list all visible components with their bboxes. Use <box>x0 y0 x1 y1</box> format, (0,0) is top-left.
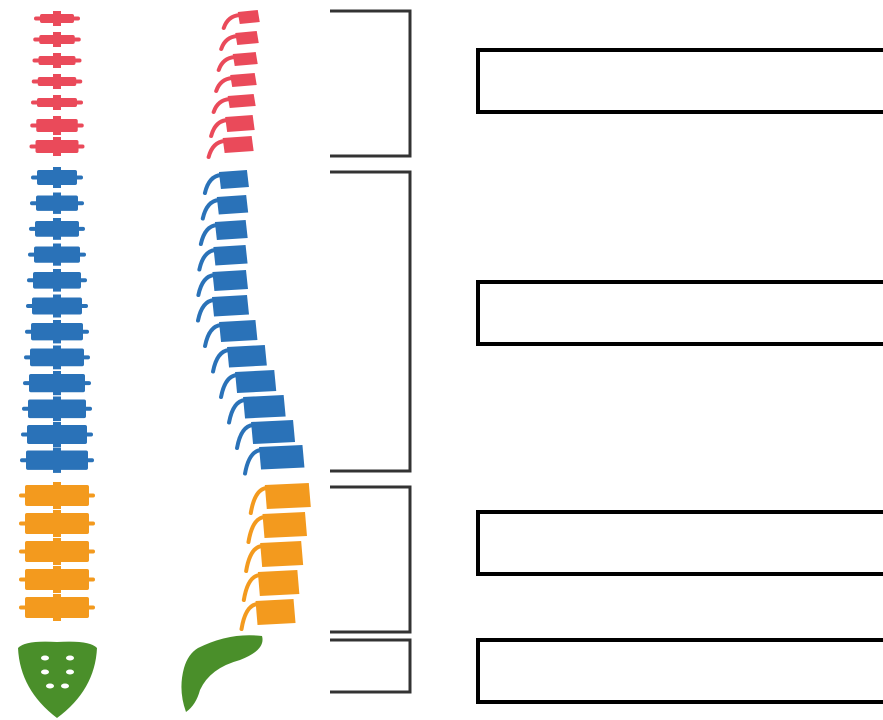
sacrum-front <box>18 642 97 718</box>
thoracic-vertebra-side <box>213 345 267 372</box>
thoracic-vertebra-front <box>30 193 84 214</box>
thoracic-vertebra-side <box>229 395 286 423</box>
cervical-vertebra-front <box>33 32 81 47</box>
lumbar-vertebra-front <box>19 510 95 537</box>
lumbar-vertebra-front <box>19 482 95 509</box>
lumbar-vertebra-side <box>246 541 303 571</box>
thoracic-vertebra-side <box>201 220 248 244</box>
lumbar-bracket <box>330 487 410 632</box>
thoracic-vertebra-front <box>22 397 92 422</box>
cervical-vertebra-side <box>216 73 257 91</box>
thoracic-vertebra-front <box>25 320 89 343</box>
spine-front-view <box>18 11 97 718</box>
lumbar-vertebra-front <box>19 594 95 621</box>
lumbar-answer-box[interactable] <box>476 510 883 576</box>
lumbar-vertebra-side <box>244 570 300 600</box>
cervical-answer-box[interactable] <box>476 48 883 114</box>
lumbar-vertebra-front <box>19 566 95 593</box>
lumbar-vertebra-front <box>19 538 95 565</box>
cervical-vertebra-side <box>211 115 255 136</box>
thoracic-vertebra-front <box>20 448 94 473</box>
lumbar-vertebra-side <box>242 599 296 629</box>
cervical-vertebra-front <box>33 53 82 68</box>
spine-side-view <box>181 10 310 712</box>
thoracic-vertebra-side <box>203 195 248 219</box>
cervical-vertebra-side <box>209 136 254 157</box>
sacral-bracket <box>330 640 410 692</box>
thoracic-vertebra-side <box>205 320 257 346</box>
sacrum-side <box>181 635 262 712</box>
thoracic-vertebra-side <box>198 270 248 295</box>
lumbar-vertebra-side <box>251 483 311 513</box>
thoracic-vertebra-side <box>221 370 276 397</box>
thoracic-vertebra-side <box>237 420 295 448</box>
thoracic-vertebra-front <box>21 422 93 447</box>
thoracic-answer-box[interactable] <box>476 280 883 346</box>
cervical-vertebra-side <box>214 94 256 112</box>
thoracic-vertebra-side <box>205 170 249 193</box>
thoracic-vertebra-side <box>198 295 249 321</box>
thoracic-vertebra-front <box>26 295 88 318</box>
thoracic-bracket <box>330 172 410 471</box>
thoracic-vertebra-front <box>29 218 85 240</box>
cervical-vertebra-front <box>30 116 84 135</box>
thoracic-vertebra-front <box>24 346 90 370</box>
thoracic-vertebra-front <box>23 371 91 395</box>
cervical-vertebra-front <box>34 11 80 26</box>
thoracic-vertebra-front <box>28 244 86 266</box>
thoracic-vertebra-front <box>31 167 83 188</box>
sacral-answer-box[interactable] <box>476 638 883 704</box>
cervical-vertebra-side <box>224 10 260 28</box>
cervical-bracket <box>330 11 410 156</box>
thoracic-vertebra-side <box>199 245 247 270</box>
cervical-vertebra-side <box>219 52 258 70</box>
cervical-vertebra-front <box>30 137 85 156</box>
cervical-vertebra-front <box>31 95 83 110</box>
cervical-vertebra-front <box>32 74 83 89</box>
cervical-vertebra-side <box>221 31 258 49</box>
lumbar-vertebra-side <box>248 512 307 542</box>
thoracic-vertebra-front <box>27 269 87 292</box>
thoracic-vertebra-side <box>245 445 304 474</box>
